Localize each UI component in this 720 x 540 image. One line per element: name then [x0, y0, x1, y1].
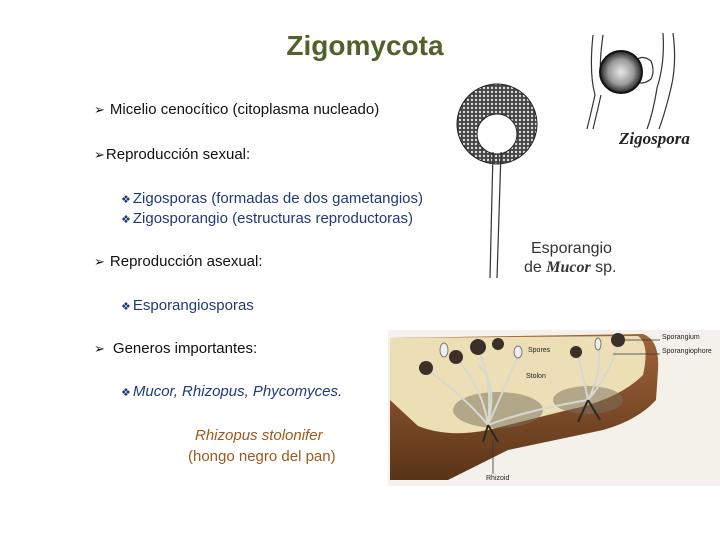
label-spores: Spores: [528, 347, 551, 354]
bullet-micelio: ➢Micelio cenocítico (citoplasma nucleado…: [94, 101, 380, 118]
slide-title: Zigomycota: [286, 30, 444, 61]
subbullet-generos-list: ❖Mucor, Rhizopus, Phycomyces.: [121, 383, 343, 400]
arrow-bullet-icon: ➢: [94, 102, 105, 117]
arrow-bullet-icon: ➢: [94, 254, 105, 269]
subbullet-esporangiosporas: ❖Esporangiosporas: [121, 297, 254, 314]
bread-mold-drawing-icon: [390, 333, 660, 480]
esporangio-drawing-icon: [456, 83, 538, 279]
caption-common-name: (hongo negro del pan): [188, 448, 336, 465]
caption-species: Rhizopus stolonifer: [195, 427, 323, 444]
label-rhizoid: Rhizoid: [486, 475, 510, 482]
diamond-bullet-icon: ❖: [121, 194, 131, 206]
label-sporangium: Sporangium: [662, 334, 700, 341]
diamond-bullet-icon: ❖: [121, 387, 131, 399]
zigospora-label: Zigospora: [619, 129, 690, 148]
bullet-reproduccion-sexual: ➢Reproducción sexual:: [94, 146, 251, 163]
label-stolon: Stolon: [526, 373, 546, 380]
diamond-bullet-icon: ❖: [121, 301, 131, 313]
label-sporangiophore: Sporangiophore: [662, 348, 712, 355]
diamond-bullet-icon: ❖: [121, 214, 131, 226]
arrow-bullet-icon: ➢: [94, 147, 105, 162]
subbullet-zigosporangio: ❖Zigosporangio (estructuras reproductora…: [121, 210, 414, 227]
esporangio-label-line2: de Mucor sp.: [524, 259, 617, 276]
subbullet-zigosporas: ❖Zigosporas (formadas de dos gametangios…: [121, 190, 424, 207]
esporangio-figure: Esporangio de Mucor sp.: [450, 82, 640, 282]
zigospora-drawing-icon: [586, 32, 676, 130]
bread-mold-illustration: Sporangium Sporangiophore Spores Stolon …: [388, 330, 720, 486]
zigospora-figure: Zigospora: [585, 32, 695, 158]
bullet-generos: ➢Generos importantes:: [94, 340, 258, 357]
bullet-reproduccion-asexual: ➢Reproducción asexual:: [94, 253, 263, 270]
esporangio-label-line1: Esporangio: [531, 240, 612, 257]
arrow-bullet-icon: ➢: [94, 341, 105, 356]
